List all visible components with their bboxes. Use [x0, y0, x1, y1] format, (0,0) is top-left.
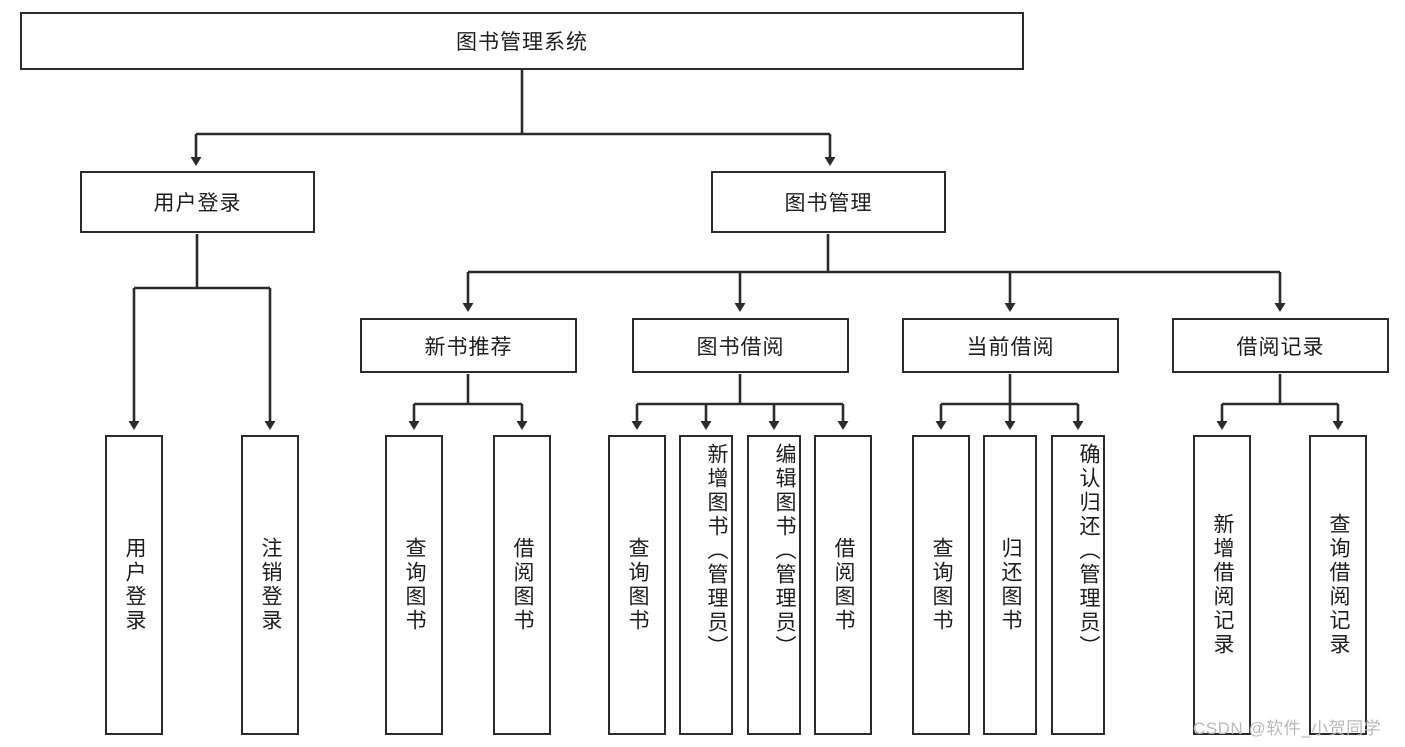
node-label: 借阅图书 — [511, 537, 534, 633]
node-label: 图书借阅 — [696, 335, 785, 359]
leaf-borrow-book[interactable]: 借阅图书 — [814, 435, 872, 735]
node-label: 确认归还（管理员） — [1077, 443, 1100, 659]
leaf-logout[interactable]: 注销登录 — [241, 435, 299, 735]
node-label: 新增图书（管理员） — [705, 443, 728, 659]
node-root-book-management-system[interactable]: 图书管理系统 — [20, 12, 1024, 70]
leaf-borrow-book-recommend[interactable]: 借阅图书 — [493, 435, 551, 735]
leaf-confirm-return-admin[interactable]: 确认归还（管理员） — [1051, 435, 1105, 735]
node-label: 图书管理 — [784, 192, 873, 215]
node-label: 编辑图书（管理员） — [773, 443, 796, 659]
node-book-borrow[interactable]: 图书借阅 — [632, 318, 849, 373]
node-label: 新增借阅记录 — [1211, 513, 1234, 657]
node-label: 归还图书 — [999, 537, 1022, 633]
leaf-query-borrow-record[interactable]: 查询借阅记录 — [1309, 435, 1367, 735]
node-current-borrow[interactable]: 当前借阅 — [902, 318, 1119, 373]
leaf-query-book-recommend[interactable]: 查询图书 — [385, 435, 443, 735]
node-new-book-recommend[interactable]: 新书推荐 — [360, 318, 577, 373]
node-label: 查询借阅记录 — [1327, 513, 1350, 657]
node-label: 用户登录 — [123, 537, 146, 633]
node-label: 注销登录 — [259, 537, 282, 633]
node-label: 查询图书 — [930, 537, 953, 633]
leaf-add-borrow-record[interactable]: 新增借阅记录 — [1193, 435, 1251, 735]
node-label: 查询图书 — [403, 537, 426, 633]
node-label: 新书推荐 — [424, 335, 513, 359]
leaf-query-book-borrow[interactable]: 查询图书 — [608, 435, 666, 735]
node-label: 查询图书 — [626, 537, 649, 633]
leaf-edit-book-admin[interactable]: 编辑图书（管理员） — [747, 435, 801, 735]
node-borrow-record[interactable]: 借阅记录 — [1172, 318, 1389, 373]
node-user-login[interactable]: 用户登录 — [80, 171, 315, 233]
node-book-management[interactable]: 图书管理 — [711, 171, 946, 233]
node-label: 借阅记录 — [1236, 335, 1325, 359]
leaf-return-book[interactable]: 归还图书 — [983, 435, 1037, 735]
leaf-user-login[interactable]: 用户登录 — [105, 435, 163, 735]
node-label: 借阅图书 — [832, 537, 855, 633]
leaf-add-book-admin[interactable]: 新增图书（管理员） — [679, 435, 733, 735]
node-label: 用户登录 — [153, 192, 242, 215]
node-label: 当前借阅 — [966, 335, 1055, 359]
leaf-query-book-current[interactable]: 查询图书 — [912, 435, 970, 735]
node-label: 图书管理系统 — [456, 31, 588, 54]
